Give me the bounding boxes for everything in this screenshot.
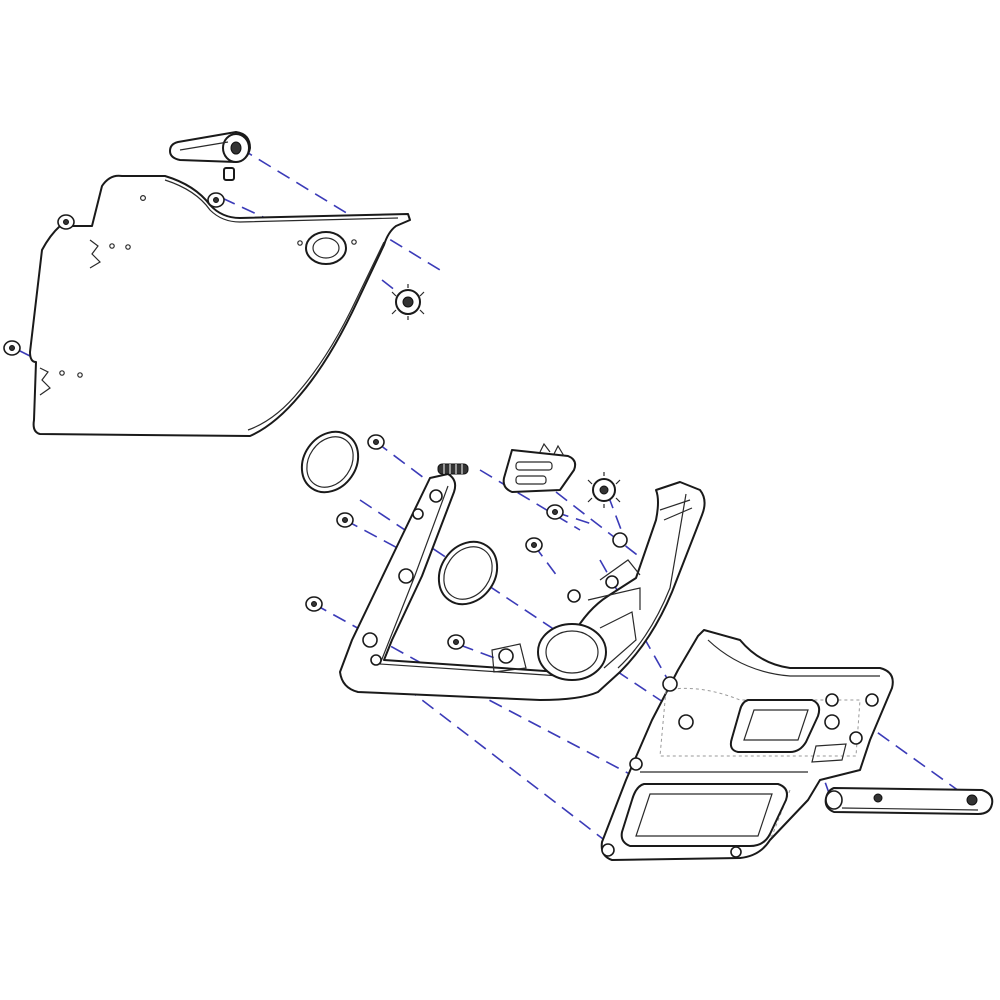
latch-handle-top <box>169 131 251 181</box>
screw <box>57 214 75 230</box>
screw <box>305 596 323 612</box>
screw <box>367 434 385 450</box>
outer-cover-panel <box>29 174 411 437</box>
screw <box>447 634 465 650</box>
leader-line <box>239 147 441 271</box>
round-gasket-center <box>437 540 499 606</box>
leader-line <box>607 494 626 541</box>
gear-knob-lower <box>587 472 621 508</box>
set-screw <box>223 167 235 181</box>
screw <box>525 537 543 553</box>
screw <box>3 340 21 356</box>
round-gasket-left <box>300 430 360 494</box>
grip-bar-right <box>824 787 994 815</box>
inner-door-panel <box>600 629 894 861</box>
screw <box>336 512 354 528</box>
leader-line <box>479 469 581 531</box>
latch-plate <box>502 442 577 493</box>
screw <box>546 504 564 520</box>
mounting-bracket-frame <box>339 473 706 701</box>
screw <box>207 192 225 208</box>
leader-line <box>313 603 471 691</box>
leader-line <box>459 644 501 661</box>
leader-line <box>859 719 967 797</box>
spring-pin <box>437 463 469 475</box>
fasteners <box>3 192 564 650</box>
gear-knob-upper <box>391 284 425 320</box>
